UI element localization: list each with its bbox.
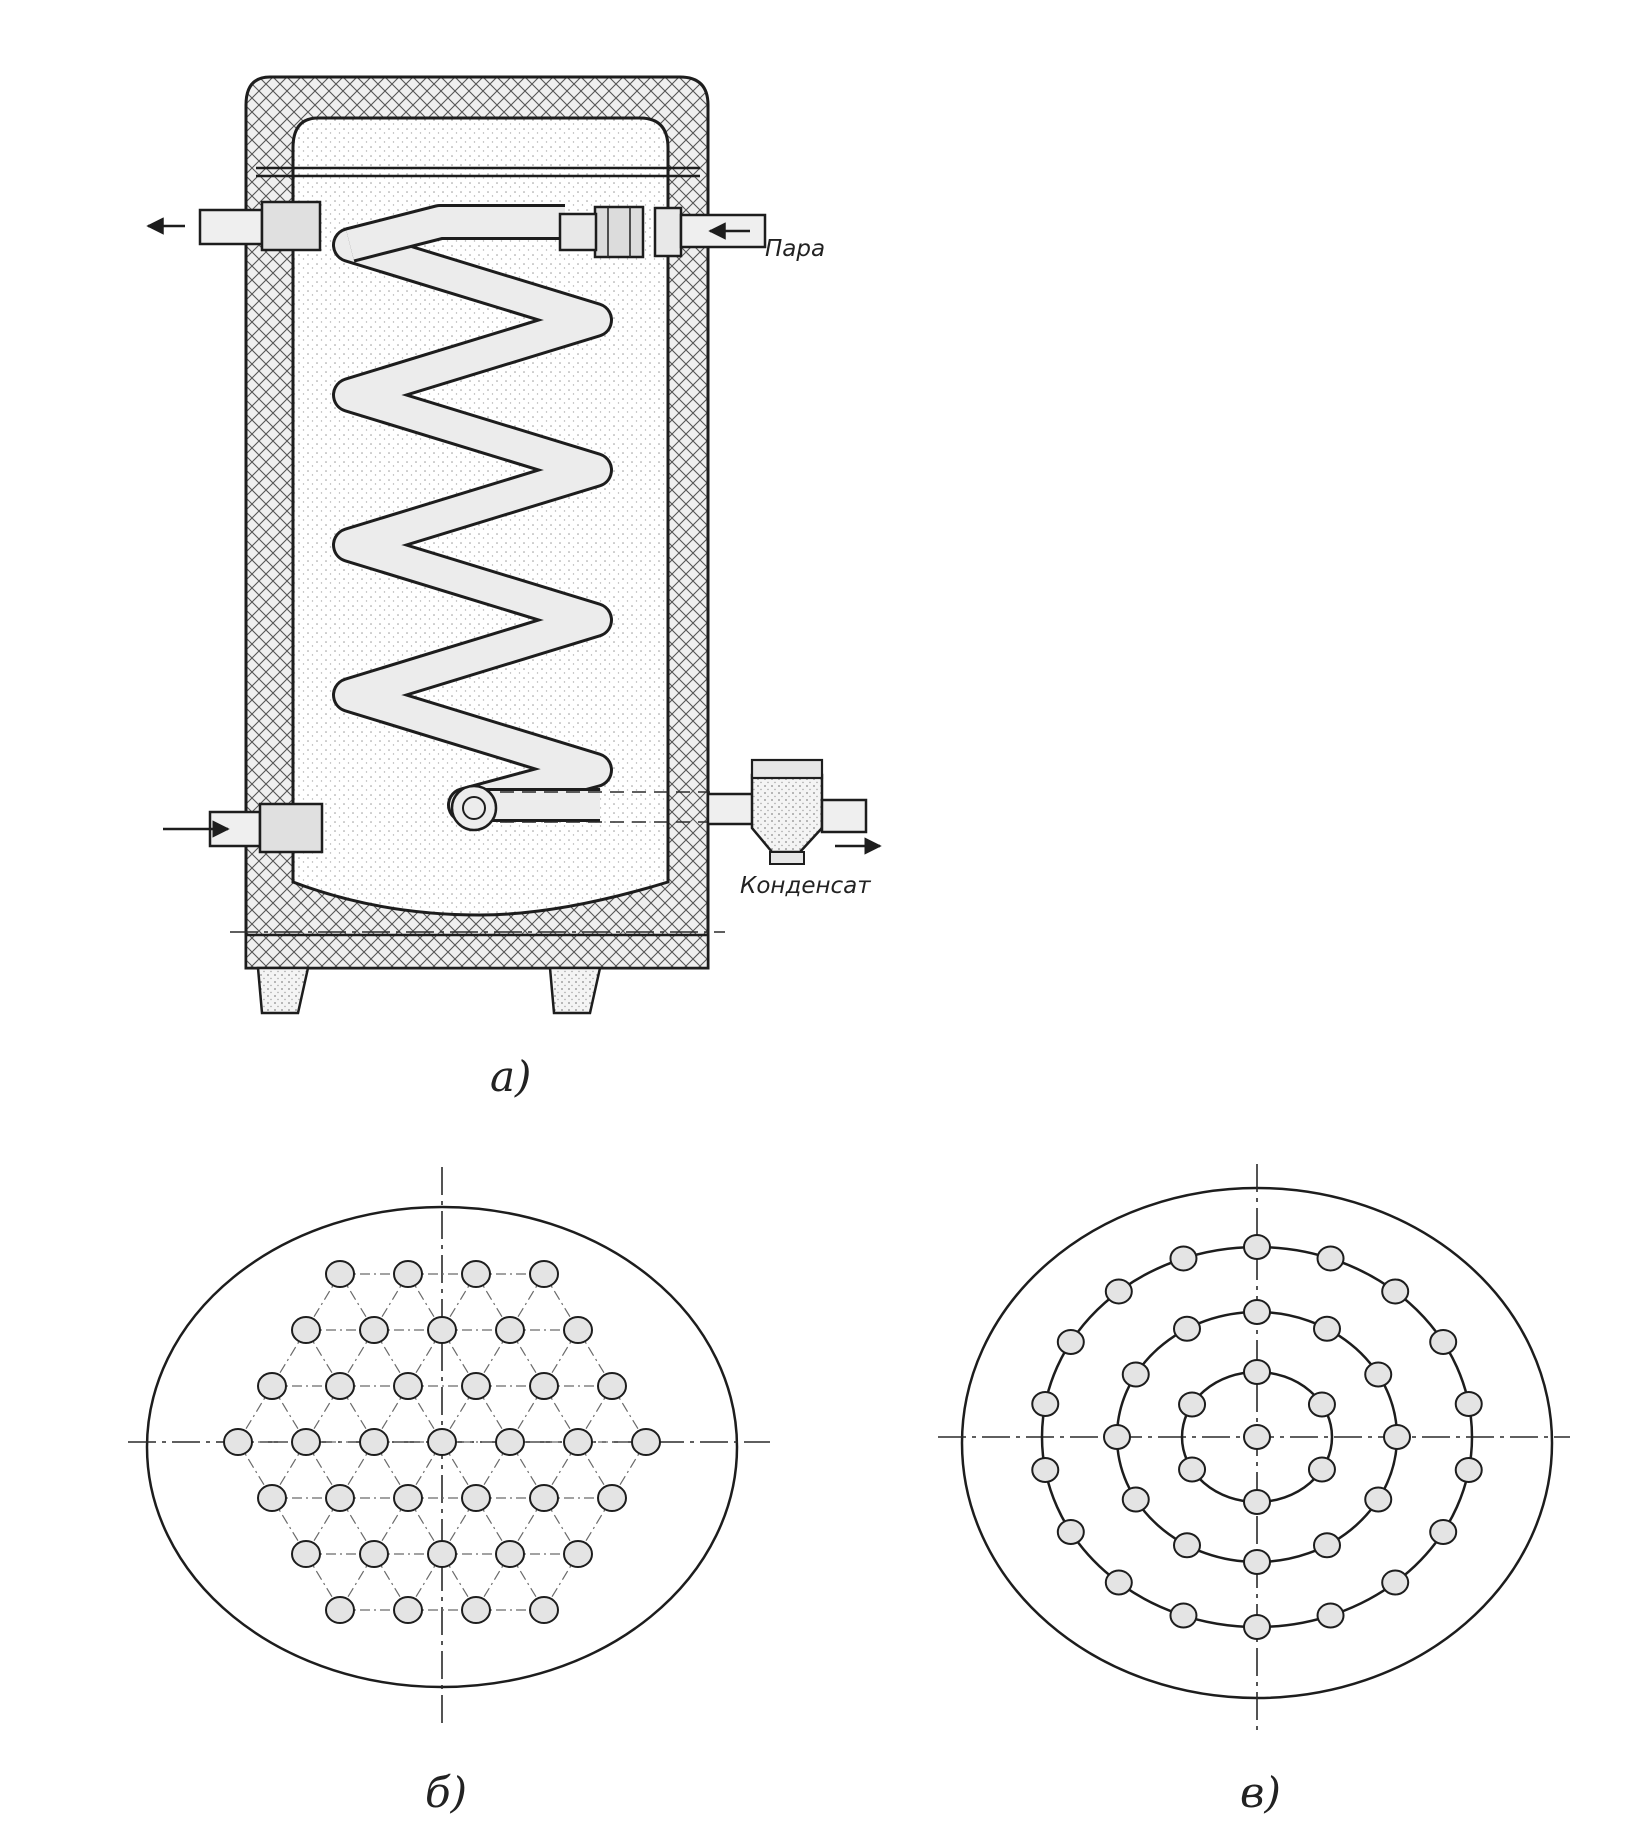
tube-hole — [1243, 1489, 1271, 1515]
tube-hole — [325, 1596, 355, 1624]
tube-hole — [359, 1316, 389, 1344]
tube-hole — [563, 1316, 593, 1344]
tube-hole — [1169, 1602, 1198, 1629]
condensate-trap — [750, 773, 824, 854]
tube-hole — [461, 1484, 491, 1512]
tube-hole — [427, 1428, 457, 1456]
tube-hole — [495, 1428, 525, 1456]
tube-hole — [495, 1540, 525, 1568]
caption-c: в) — [1240, 1768, 1281, 1817]
tube-hole — [427, 1540, 457, 1568]
tube-hole — [1381, 1569, 1410, 1596]
tube-hole — [1243, 1299, 1271, 1325]
tube-hole — [325, 1372, 355, 1400]
tube-hole — [1313, 1532, 1341, 1559]
tube-hole — [1429, 1329, 1458, 1355]
tube-hole — [1454, 1391, 1483, 1418]
tube-hole — [1381, 1278, 1410, 1305]
tube-hole — [1316, 1602, 1345, 1629]
caption-a: а) — [490, 1052, 532, 1101]
tube-hole — [393, 1596, 423, 1624]
tube-hole — [461, 1372, 491, 1400]
tube-hole — [1243, 1234, 1271, 1260]
tube-hole — [393, 1260, 423, 1288]
tube-hole — [359, 1540, 389, 1568]
tube-layout-concentric — [938, 1164, 1570, 1730]
tube-hole — [1383, 1424, 1411, 1450]
tube-hole — [359, 1428, 389, 1456]
leg-left — [256, 966, 310, 1015]
tube-hole — [1364, 1361, 1393, 1388]
tube-hole — [1056, 1329, 1085, 1355]
tube-hole — [1178, 1456, 1207, 1483]
tube-hole — [393, 1484, 423, 1512]
heater-diagram: Пара Конденсат — [146, 75, 882, 1015]
tube-hole — [1178, 1391, 1207, 1418]
tube-hole — [1104, 1569, 1133, 1596]
tube-hole — [1243, 1549, 1271, 1575]
caption-b: б) — [425, 1768, 468, 1817]
tube-hole — [1104, 1278, 1133, 1305]
tube-hole — [1031, 1391, 1060, 1418]
tube-hole — [1121, 1361, 1150, 1388]
tube-hole — [1056, 1519, 1085, 1545]
tube-hole — [1173, 1315, 1201, 1342]
tube-hole — [597, 1372, 627, 1400]
tube-hole — [529, 1372, 559, 1400]
steam-union — [593, 205, 645, 259]
tube-hole — [223, 1428, 253, 1456]
tube-hole — [257, 1484, 287, 1512]
steam-label: Пара — [765, 236, 825, 262]
tube-hole — [1173, 1532, 1201, 1559]
tube-hole — [291, 1316, 321, 1344]
tube-hole — [1429, 1519, 1458, 1545]
tube-hole — [563, 1540, 593, 1568]
tube-hole — [1103, 1424, 1131, 1450]
tube-hole — [393, 1372, 423, 1400]
tube-hole — [461, 1596, 491, 1624]
tube-hole — [563, 1428, 593, 1456]
tube-hole — [529, 1260, 559, 1288]
tube-hole — [291, 1428, 321, 1456]
tube-hole — [1454, 1456, 1483, 1483]
tube-hole — [325, 1260, 355, 1288]
tube-hole — [1031, 1456, 1060, 1483]
tube-hole — [1316, 1245, 1345, 1272]
tube-hole — [1121, 1486, 1150, 1513]
tube-hole — [427, 1316, 457, 1344]
tube-hole — [461, 1260, 491, 1288]
tube-hole — [257, 1372, 287, 1400]
tube-hole — [1243, 1614, 1271, 1640]
tube-hole — [495, 1316, 525, 1344]
condensate-label: Конденсат — [740, 873, 871, 899]
leg-right — [548, 966, 602, 1015]
tube-hole — [1169, 1245, 1198, 1272]
tube-hole — [529, 1484, 559, 1512]
tube-hole — [325, 1484, 355, 1512]
tube-hole — [529, 1596, 559, 1624]
tube-hole — [291, 1540, 321, 1568]
tube-hole — [597, 1484, 627, 1512]
tube-hole — [1307, 1391, 1336, 1418]
tube-hole — [631, 1428, 661, 1456]
tube-hole — [1364, 1486, 1393, 1513]
tube-hole — [1243, 1359, 1271, 1385]
tube-hole — [1313, 1315, 1341, 1342]
tube-hole — [1307, 1456, 1336, 1483]
tube-hole — [1243, 1424, 1271, 1450]
tube-layout-triangular — [128, 1167, 770, 1725]
